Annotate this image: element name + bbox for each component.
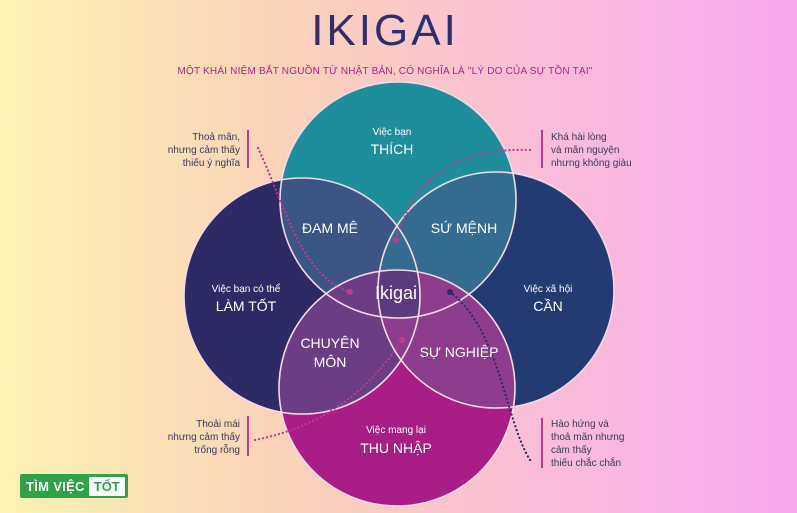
bar-top-left (247, 130, 249, 168)
dot-bottom-left (399, 337, 405, 343)
bottom-big-label: THU NHẬP (360, 440, 432, 456)
top-big-label: THÍCH (371, 141, 414, 157)
left-big-label: LÀM TỐT (216, 297, 277, 314)
page-subtitle: MỘT KHÁI NIỆM BẮT NGUỒN TỪ NHẬT BẢN, CÓ … (177, 66, 593, 77)
note-line: Khá hài lòng (551, 132, 607, 143)
connector-top-left (256, 146, 352, 294)
outline-left (183, 177, 421, 415)
right-big-label: CẦN (533, 298, 563, 314)
connector-bottom-right (448, 290, 532, 462)
note-line: thiếu ý nghĩa (182, 158, 240, 169)
vocation-label: SỰ NGHIỆP (420, 344, 499, 360)
outline-right (377, 171, 615, 409)
brand-logo-text: TÌM VIỆC (26, 478, 85, 494)
dot-bottom-right (447, 289, 453, 295)
note-line: thiếu chắc chắn (551, 458, 622, 469)
outline-bottom (278, 269, 516, 507)
ikigai-center-label: Ikigai (375, 283, 417, 303)
top-small-label: Việc bạn (373, 127, 412, 138)
page-title: IKIGAI (311, 6, 459, 55)
note-line: Thoả mãn, (192, 132, 240, 143)
note-line: nhưng cảm thấy (167, 432, 240, 443)
right-small-label: Việc xã hội (524, 284, 573, 295)
note-line: nhưng cảm thấy (167, 145, 240, 156)
mission-label: SỨ MỆNH (431, 220, 497, 236)
note-top-right: Khá hài lòng và mãn nguyện nhưng không g… (551, 131, 661, 170)
note-line: thoả mãn nhưng (551, 432, 625, 443)
connector-bottom-left (253, 338, 404, 442)
note-bottom-right: Hào hứng và thoả mãn nhưng cảm thấy thiế… (551, 418, 661, 470)
connector-top-right (394, 148, 532, 242)
note-line: cảm thấy (551, 445, 592, 456)
note-line: trống rỗng (194, 445, 240, 456)
bottom-small-label: Việc mang lại (366, 425, 426, 436)
passion-label: ĐAM MÊ (302, 220, 358, 236)
bar-bottom-left (247, 416, 249, 456)
brand-logo-highlight: TỐT (88, 476, 125, 496)
bar-bottom-right (541, 418, 543, 468)
note-bottom-left: Thoải mái nhưng cảm thấy trống rỗng (140, 418, 240, 457)
profession-label-line2: MÔN (314, 354, 347, 370)
note-top-left: Thoả mãn, nhưng cảm thấy thiếu ý nghĩa (150, 131, 240, 170)
brand-logo: TÌM VIỆC TỐT (20, 474, 128, 498)
note-line: và mãn nguyện (551, 145, 620, 156)
note-line: Hào hứng và (551, 419, 609, 430)
bar-top-right (541, 130, 543, 168)
dot-top-left (347, 289, 353, 295)
left-small-label: Việc bạn có thể (212, 283, 281, 295)
note-line: Thoải mái (196, 419, 240, 430)
dot-top-right (393, 237, 399, 243)
note-line: nhưng không giàu (551, 158, 632, 169)
profession-label-line1: CHUYÊN (300, 335, 359, 351)
